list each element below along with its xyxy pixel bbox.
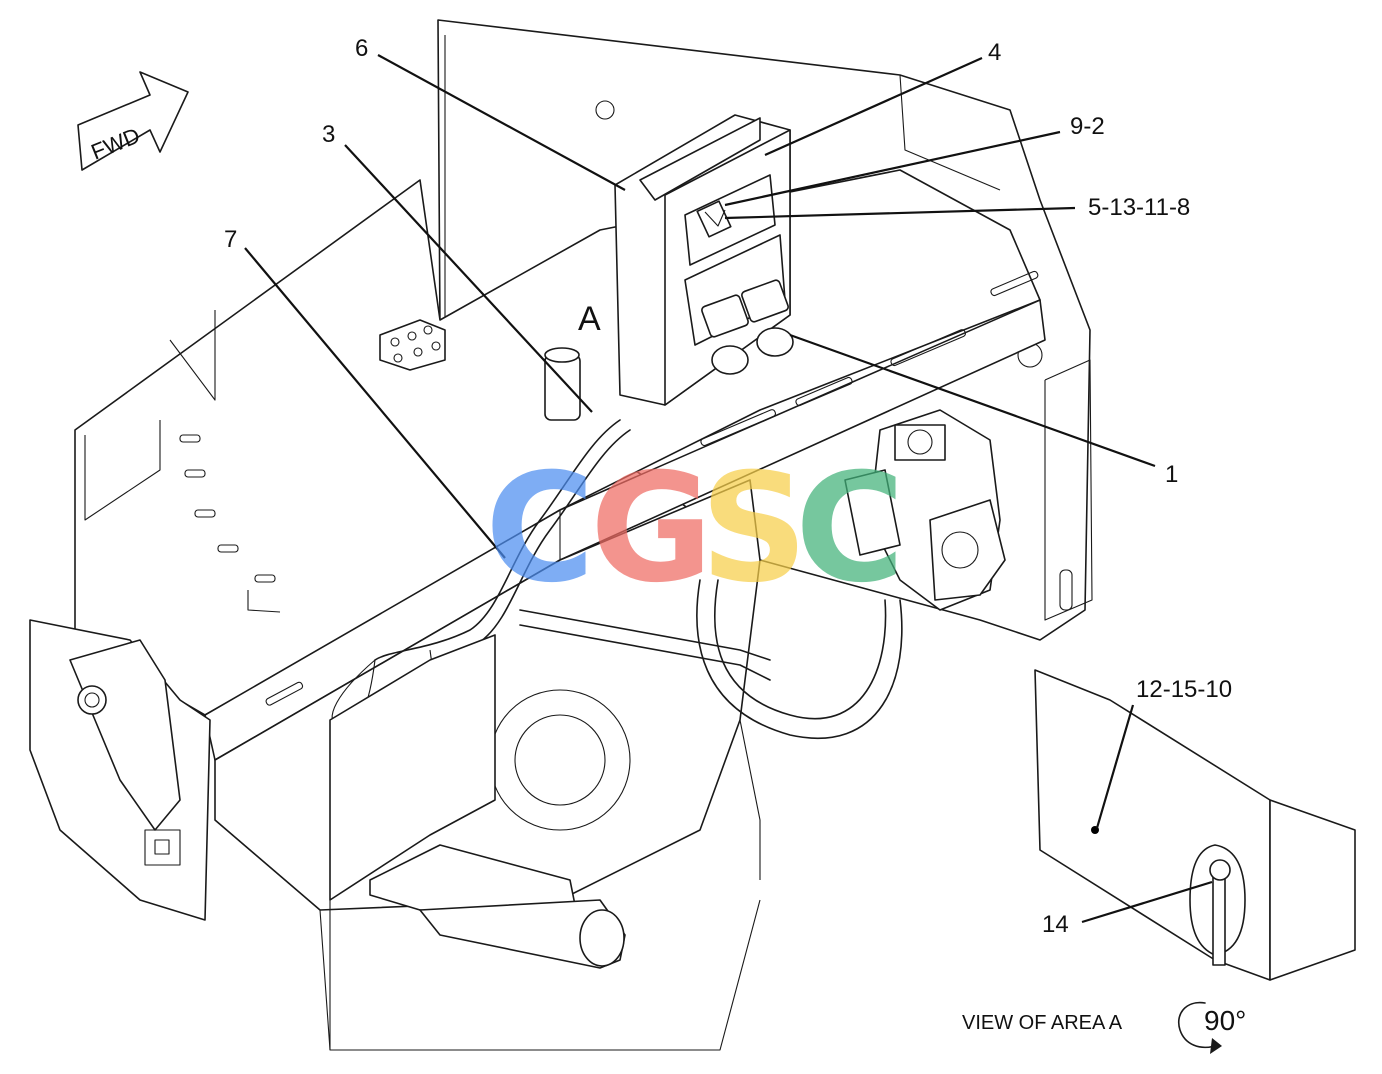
leader-6 [377,54,626,191]
callout-7: 7 [224,226,237,253]
leader-4 [764,56,983,157]
watermark-letter-g: G [590,442,713,616]
leader-12-15-10 [1095,704,1135,829]
watermark-letter-s: S [700,442,808,616]
leader-1 [789,333,1156,468]
rotation-arrow-icon [1178,1001,1216,1049]
callout-9-2: 9-2 [1070,113,1105,140]
leader-5-13-11-8 [724,206,1076,220]
callout-labels: 6 4 9-2 3 5-13-11-8 7 1 12-15-10 14 [224,35,1232,938]
callout-14: 14 [1042,911,1069,938]
watermark-letter-c2: C [795,442,905,616]
fwd-arrow: FWD [77,71,189,171]
callout-3: 3 [322,121,335,148]
rotation-label: 90° [1204,1005,1246,1036]
watermark: C G S C [485,442,905,616]
callout-6: 6 [355,35,368,62]
view-caption: VIEW OF AREA A [962,1012,1123,1034]
leader-9-2 [724,130,1061,207]
leader-3 [344,144,593,413]
callout-1: 1 [1165,461,1178,488]
leader-7 [244,247,506,559]
leader-lines [244,54,1213,924]
callout-5-13-11-8: 5-13-11-8 [1088,194,1190,221]
area-a-marker: A [578,300,601,338]
machine-frame-drawing [29,19,1356,1051]
electrical-module [614,114,794,406]
pump-assembly [844,409,1006,611]
rotation-indicator: 90° [1178,1001,1246,1054]
watermark-letter-c1: C [485,442,595,616]
callout-4: 4 [988,39,1001,66]
leader-14 [1081,880,1213,924]
callout-12-15-10: 12-15-10 [1136,676,1232,703]
